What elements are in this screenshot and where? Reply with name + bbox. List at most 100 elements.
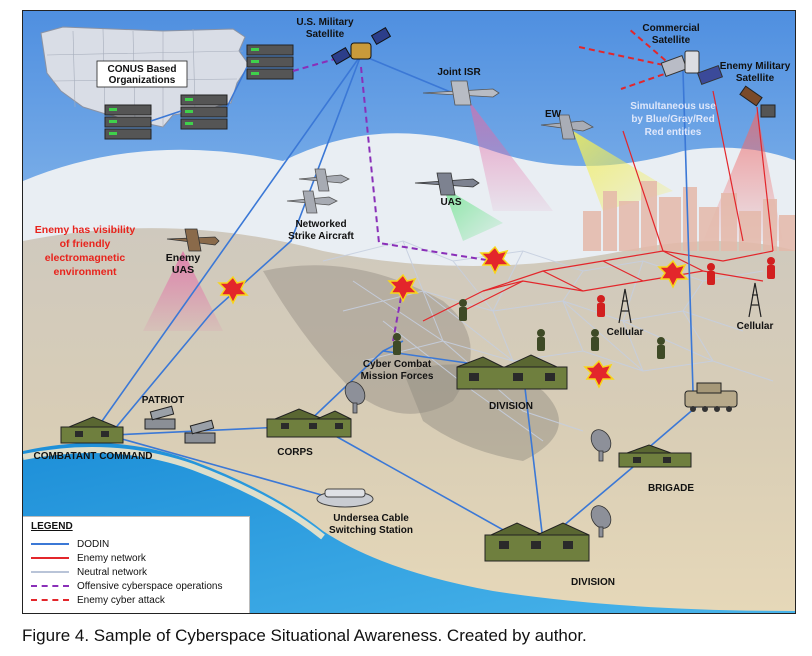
friendly-soldier-icon — [459, 299, 467, 321]
uas-drone-icon — [414, 172, 480, 196]
neutral-network-mesh — [322, 240, 774, 442]
division-north-building-icon — [456, 354, 568, 390]
shoreline — [23, 447, 325, 540]
offensive-cyber-operations — [292, 54, 494, 342]
cellular-tower-icon — [618, 288, 632, 324]
enemy-uas-sensor-beam — [143, 251, 223, 331]
legend-item-offensive-cyber: Offensive cyberspace operations — [31, 579, 245, 593]
division-south-building-icon — [484, 522, 590, 562]
conus-links — [150, 66, 248, 122]
cyber-attack-burst-icon — [217, 275, 249, 305]
legend-label: Offensive cyberspace operations — [77, 580, 223, 592]
friendly-soldier-icon — [537, 329, 545, 351]
patriot-launcher-icon — [144, 405, 216, 444]
combatant-command-label: COMBATANT COMMAND — [33, 451, 152, 462]
satellite-dish-icon — [590, 505, 612, 538]
legend-swatch — [31, 557, 69, 559]
uas-label: UAS — [440, 197, 461, 208]
enemy-military-satellite-icon — [739, 85, 776, 118]
enemy-visibility-line-1: Enemy has visibility — [35, 224, 136, 236]
enemy-soldier-icon — [767, 257, 775, 279]
friendly-soldier-icon — [657, 337, 665, 359]
friendly-soldier-icon — [591, 329, 599, 351]
legend-title: LEGEND — [31, 521, 73, 532]
enemy-uas-icon — [166, 228, 220, 252]
enemy-visibility-line-2: of friendly — [60, 238, 111, 250]
corps-building-icon — [266, 408, 352, 438]
conus-label-line-1: CONUS Based — [108, 64, 177, 75]
situational-awareness-diagram: CONUS Based Organizations — [23, 11, 795, 613]
undersea-label-line-1: Undersea Cable — [333, 513, 409, 524]
cyber-attack-burst-icon — [387, 273, 419, 303]
networked-strike-label-line-2: Strike Aircraft — [288, 231, 354, 242]
rocky-ridge — [263, 265, 471, 414]
undersea-cable-station-icon — [316, 488, 374, 508]
satellite-dish-icon — [344, 381, 366, 414]
division-north-label: DIVISION — [489, 401, 533, 412]
legend-label: Neutral network — [77, 566, 148, 578]
joint-isr-label: Joint ISR — [437, 67, 481, 78]
cellular-label-2: Cellular — [737, 321, 774, 332]
cyber-forces-label-line-1: Cyber Combat — [363, 359, 432, 370]
legend-item-dodin: DODIN — [31, 537, 245, 551]
division-south-label: DIVISION — [571, 577, 615, 588]
combatant-command-building-icon — [60, 416, 124, 444]
legend-item-enemy-network: Enemy network — [31, 551, 245, 565]
corps-label: CORPS — [277, 447, 313, 458]
legend-swatch — [31, 599, 69, 601]
enemy-satellite-label-line-1: Enemy Military — [720, 61, 791, 72]
brigade-label: BRIGADE — [648, 483, 694, 494]
server-stack-icon — [104, 104, 152, 140]
conus-label-box — [96, 60, 188, 88]
joint-isr-drone-icon — [422, 80, 500, 106]
commercial-satellite-label-line-1: Commercial — [642, 23, 699, 34]
cyber-attack-burst-icon — [657, 259, 689, 289]
brigade-building-icon — [618, 444, 692, 468]
figure-caption: Figure 4. Sample of Cyberspace Situation… — [22, 626, 587, 645]
us-satellite-label-line-2: Satellite — [306, 29, 345, 40]
enemy-visibility-line-4: environment — [53, 266, 117, 278]
cyber-attack-burst-icon — [583, 359, 615, 389]
simultaneous-use-line-2: by Blue/Gray/Red — [631, 114, 714, 125]
cyber-attack-burst-icon — [479, 245, 511, 275]
cellular-label-1: Cellular — [607, 327, 644, 338]
legend-swatch — [31, 571, 69, 573]
conus-label-line-2: Organizations — [109, 75, 176, 86]
commercial-satellite-icon — [660, 50, 724, 86]
us-satellite-label-line-1: U.S. Military — [296, 17, 354, 28]
server-stack-icon — [246, 44, 294, 80]
ew-aircraft-icon — [540, 114, 594, 140]
enemy-cyber-attack-arrows — [578, 28, 674, 90]
enemy-uas-label-line-2: UAS — [172, 264, 194, 276]
enemy-uas-label-line-1: Enemy — [166, 252, 201, 264]
enemy-satellite-label-line-2: Satellite — [736, 73, 775, 84]
figure-frame: CONUS Based Organizations — [22, 10, 796, 614]
legend-swatch — [31, 543, 69, 545]
enemy-soldier-icon — [597, 295, 605, 317]
legend: LEGEND DODIN Enemy network Neutral netwo… — [23, 516, 250, 613]
legend-label: DODIN — [77, 538, 110, 550]
legend-swatch — [31, 585, 69, 587]
legend-label: Enemy cyber attack — [77, 594, 165, 606]
server-stack-icon — [180, 94, 228, 130]
us-military-satellite-icon — [330, 26, 392, 66]
legend-label: Enemy network — [77, 552, 146, 564]
joint-isr-sensor-beam — [469, 101, 553, 211]
armored-vehicle-icon — [684, 382, 738, 412]
legend-item-enemy-cyber-attack: Enemy cyber attack — [31, 593, 245, 607]
enemy-visibility-line-3: electromagnetic — [45, 252, 126, 264]
patriot-label: PATRIOT — [142, 395, 184, 406]
simultaneous-use-line-3: Red entities — [645, 127, 702, 138]
cellular-tower-icon — [748, 282, 762, 318]
commercial-satellite-label-line-2: Satellite — [652, 35, 691, 46]
networked-strike-label-line-1: Networked — [295, 219, 346, 230]
satellite-dish-icon — [590, 429, 612, 462]
uas-sensor-beam — [443, 187, 503, 241]
friendly-soldier-icon — [393, 333, 401, 355]
simultaneous-use-line-1: Simultaneous use — [630, 101, 716, 112]
ew-label: EW — [545, 109, 562, 120]
enemy-soldier-icon — [707, 263, 715, 285]
undersea-label-line-2: Switching Station — [329, 525, 413, 536]
cyber-forces-label-line-2: Mission Forces — [361, 371, 434, 382]
strike-aircraft-icon — [286, 168, 350, 214]
